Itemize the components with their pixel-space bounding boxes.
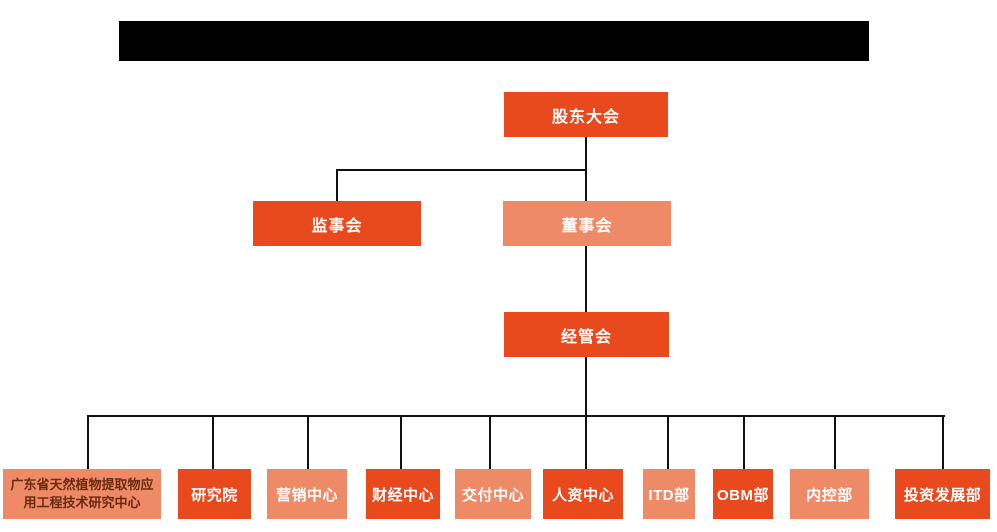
connector-dept-drop-9 [834,415,836,469]
dept-label: 营销中心 [275,486,338,504]
dept-investment-development: 投资发展部 [895,469,990,519]
connector-dept-drop-5 [489,415,491,469]
org-node-label: 经管会 [560,328,612,346]
connector-dept-drop-1 [87,415,89,469]
org-node-board-of-directors: 董事会 [503,201,671,246]
connector-board-to-management [585,246,587,312]
connector-dept-drop-4 [400,415,402,469]
dept-research-center: 广东省天然植物提取物应用工程技术研究中心 [3,469,161,519]
org-node-label: 股东大会 [551,108,620,126]
dept-label: 交付中心 [461,486,524,504]
dept-marketing-center: 营销中心 [267,469,347,519]
dept-label: 人资中心 [551,486,614,504]
org-node-shareholders-meeting: 股东大会 [504,92,668,137]
connector-dept-drop-7 [667,415,669,469]
connector-dept-drop-10 [942,415,944,469]
dept-hr-center: 人资中心 [543,469,623,519]
org-node-label: 董事会 [561,217,613,235]
dept-label: 广东省天然植物提取物应用工程技术研究中心 [10,476,154,510]
connector-branch-level2 [336,169,587,171]
org-node-management-committee: 经管会 [504,312,669,357]
dept-label: ITD部 [648,486,690,504]
org-node-supervisory-board: 监事会 [253,201,421,246]
dept-label: 投资发展部 [903,486,982,504]
dept-finance-center: 财经中心 [366,469,440,519]
connector-management-stem [585,357,587,416]
dept-itd: ITD部 [643,469,695,519]
dept-label: OBM部 [717,486,769,504]
dept-label: 内控部 [806,486,853,504]
org-node-label: 监事会 [311,217,363,235]
connector-dept-drop-3 [307,415,309,469]
dept-research-institute: 研究院 [178,469,251,519]
connector-supervisory-drop [336,169,338,201]
dept-delivery-center: 交付中心 [455,469,531,519]
dept-label: 研究院 [191,486,238,504]
dept-label: 财经中心 [371,486,434,504]
connector-dept-drop-2 [212,415,214,469]
connector-dept-drop-8 [743,415,745,469]
redacted-title-bar [119,21,869,61]
dept-internal-control: 内控部 [790,469,869,519]
connector-branch-departments [87,415,945,417]
dept-obm: OBM部 [713,469,773,519]
connector-dept-drop-6 [585,415,587,469]
